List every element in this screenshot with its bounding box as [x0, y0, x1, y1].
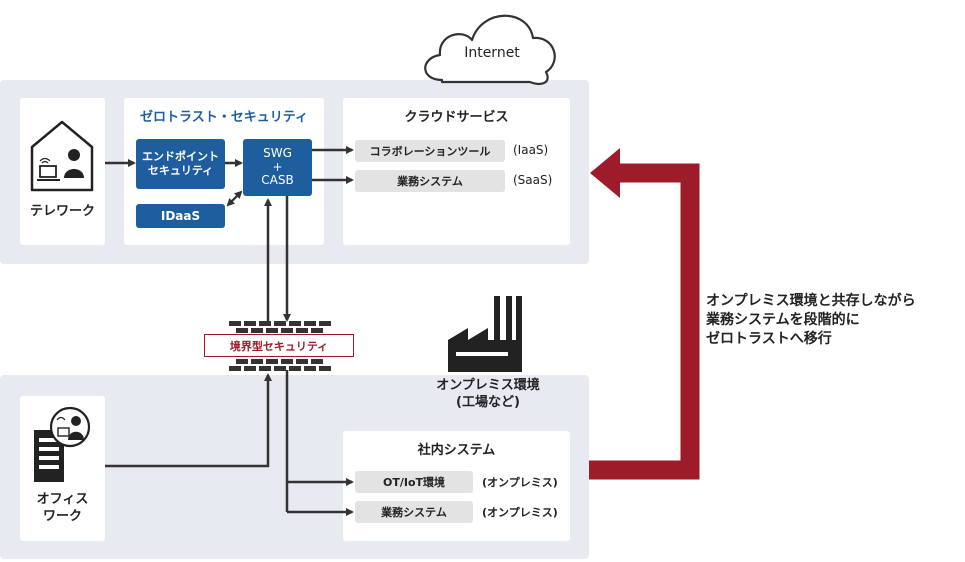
migration-text: オンプレミス環境と共存しながら 業務システムを段階的に ゼロトラストへ移行 [706, 293, 916, 347]
internal-item-business[interactable]: 業務システム [355, 501, 473, 523]
perimeter-security-box: 境界型セキュリティ [204, 334, 354, 357]
cloud-item-business[interactable]: 業務システム [355, 170, 505, 192]
cloud-item-collab-note: (IaaS) [513, 143, 549, 157]
internal-system-title: 社内システム [417, 443, 496, 458]
telework-label: テレワーク [29, 204, 95, 219]
idaas-box[interactable]: IDaaS [136, 204, 225, 228]
internal-item-otiot[interactable]: OT/IoT環境 [355, 471, 473, 493]
office-work-label: オフィス ワーク [36, 492, 89, 524]
brick-wall-icon [229, 321, 331, 371]
internet-label: Internet [464, 45, 520, 61]
house-icon [30, 120, 94, 192]
migration-arrow [589, 163, 700, 480]
cloud-item-collab[interactable]: コラボレーションツール [355, 140, 505, 162]
cloud-item-business-note: (SaaS) [513, 173, 553, 187]
zerotrust-title: ゼロトラスト・セキュリティ [140, 110, 308, 125]
factory-icon [448, 296, 522, 372]
cloud-services-title: クラウドサービス [404, 110, 509, 125]
office-building-icon [34, 406, 91, 482]
swg-casb-box[interactable]: SWG + CASB [243, 139, 312, 196]
endpoint-security-box[interactable]: エンドポイント セキュリティ [136, 139, 225, 189]
internal-item-business-note: (オンプレミス) [482, 506, 558, 519]
perimeter-security-label: 境界型セキュリティ [229, 339, 329, 353]
internal-item-otiot-note: (オンプレミス) [482, 476, 558, 489]
cloud-icon [424, 14, 556, 85]
onprem-title: オンプレミス環境 (工場など) [436, 378, 540, 410]
